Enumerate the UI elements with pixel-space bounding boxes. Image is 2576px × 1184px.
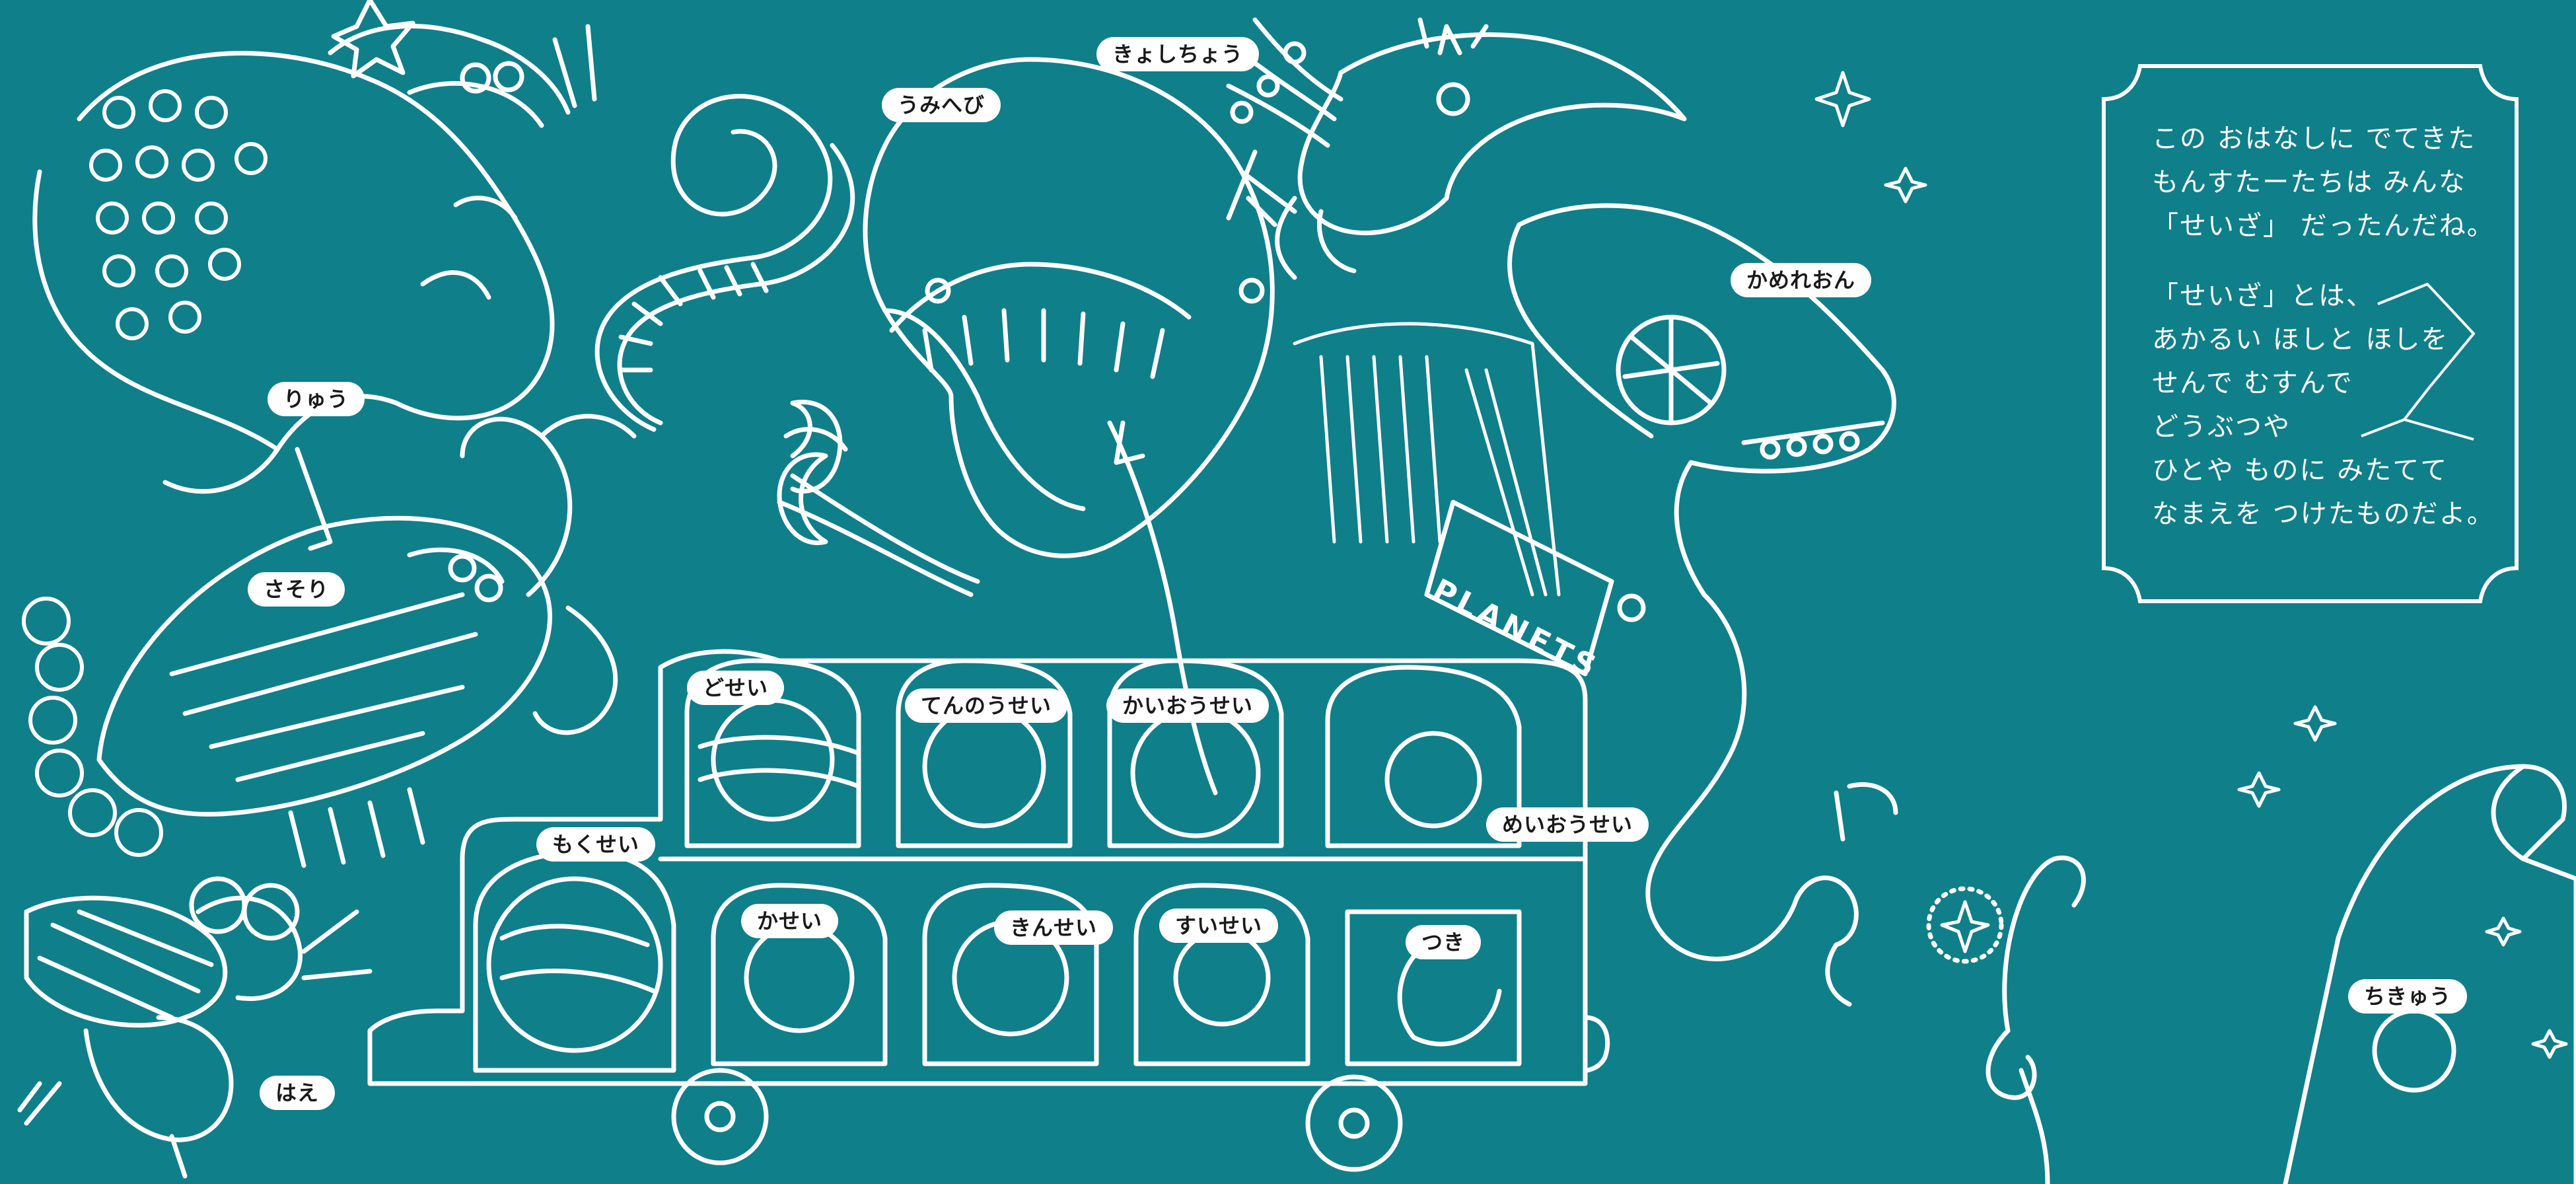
- label-hae: はえ: [260, 1076, 336, 1110]
- crescent-moon-drawing: [777, 452, 828, 545]
- striped-tail-drawing: [594, 94, 855, 432]
- striped-creature-drawing: [1293, 322, 1561, 597]
- label-kasei: かせい: [741, 904, 839, 938]
- planets-banner-drawing: [1424, 500, 1646, 677]
- story-box: この おはなしに でてきた もんすたーたちは みんな 「せいざ」 だったんだね。…: [2110, 63, 2515, 605]
- star-drawing: [2485, 916, 2522, 947]
- story-text: この おはなしに でてきた もんすたーたちは みんな 「せいざ」 だったんだね。…: [2152, 117, 2495, 562]
- label-umihebi: うみへび: [882, 88, 1001, 122]
- scroll-drawing: [2283, 764, 2576, 1184]
- sparkle-circle-drawing: [1926, 886, 2004, 964]
- label-tennousei: てんのうせい: [905, 688, 1068, 723]
- scorpion-drawing: [22, 414, 637, 868]
- fly-drawing: [17, 876, 373, 1179]
- star-drawing: [2293, 705, 2337, 742]
- label-kaiousei: かいおうせい: [1106, 688, 1270, 723]
- story-paragraph-1: この おはなしに でてきた もんすたーたちは みんな 「せいざ」 だったんだね。: [2152, 124, 2495, 241]
- label-mokusei: もくせい: [536, 827, 656, 862]
- story-paragraph-2: 「せいざ」とは、 あかるい ほしと ほしを せんで むすんで どうぶつや ひとや…: [2152, 281, 2495, 529]
- bus-drawing: [367, 649, 1610, 1172]
- sea-serpent-drawing: [777, 57, 1275, 796]
- star-drawing: [1940, 900, 1990, 953]
- star-drawing: [1884, 166, 1927, 204]
- label-dosei: どせい: [687, 671, 785, 705]
- label-suisei: すいせい: [1159, 908, 1279, 943]
- star-drawing: [1814, 71, 1871, 128]
- label-kyoshichou: きょしちょう: [1096, 37, 1260, 71]
- constellation-lines: [2361, 282, 2476, 441]
- label-chikyuu: ちきゅう: [2348, 979, 2468, 1014]
- vine-drawing: [1986, 856, 2086, 1184]
- label-tsuki: つき: [1406, 925, 1482, 959]
- star-drawing: [2237, 771, 2281, 808]
- label-meiousei: めいおうせい: [1486, 807, 1649, 842]
- earth-drawing: [2372, 1008, 2456, 1093]
- star-drawing: [2531, 1029, 2568, 1059]
- label-kinsei: きんせい: [994, 910, 1114, 945]
- text-frame-border: [2102, 64, 2519, 603]
- chameleon-drawing: [1507, 203, 1898, 1007]
- label-sasori: さそり: [248, 572, 345, 607]
- label-ryuu: りゅう: [268, 382, 365, 416]
- label-kamereon: かめれおん: [1731, 263, 1872, 297]
- dragon-drawing: [32, 0, 597, 551]
- stars: [1814, 71, 2568, 1059]
- toucan-drawing: [1226, 17, 1687, 280]
